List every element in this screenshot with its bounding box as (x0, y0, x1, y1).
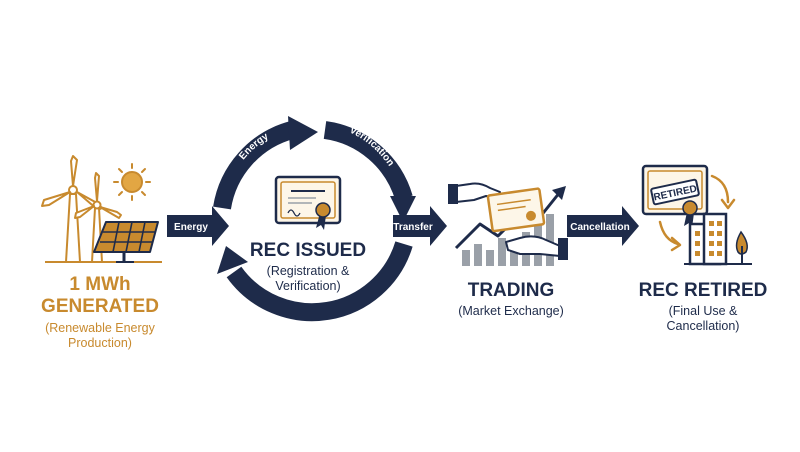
retired-sub-line2: Cancellation) (666, 319, 740, 333)
tree-icon (684, 230, 752, 265)
cancellation-arrow: Cancellation (567, 206, 639, 246)
issued-label: REC ISSUED (Registration & Verification) (236, 240, 380, 294)
retired-sub-line1: (Final Use & (668, 304, 738, 318)
transfer-arrow-label: Transfer (393, 222, 433, 233)
energy-arrow-label: Energy (174, 222, 208, 233)
generated-title-line2: GENERATED (41, 296, 159, 317)
issued-title: REC ISSUED (249, 240, 367, 261)
generated-sub-line1: (Renewable Energy (45, 321, 155, 335)
retired-certificate-icon: RETIRED (641, 164, 709, 228)
energy-arrow: Energy (167, 206, 229, 246)
sun-icon (113, 163, 151, 201)
generated-sub-line2: Production) (68, 336, 132, 350)
retire-flow-arrows (658, 174, 736, 252)
issued-sub-line2: Verification) (275, 279, 341, 293)
solar-panel-icon (93, 221, 159, 263)
retired-title: REC RETIRED (638, 280, 768, 301)
trading-title: TRADING (467, 280, 555, 301)
handshake-certificate-icon (448, 182, 568, 260)
retired-label: REC RETIRED (Final Use & Cancellation) (628, 280, 778, 334)
transfer-arrow: Transfer (393, 206, 447, 246)
trading-label: TRADING (Market Exchange) (436, 280, 586, 319)
wind-turbine-small-icon (74, 172, 122, 263)
generation-illustration (41, 155, 162, 263)
generated-label: 1 MWh GENERATED (Renewable Energy Produc… (20, 274, 180, 351)
building-icon (688, 212, 728, 266)
cancellation-arrow-label: Cancellation (570, 222, 629, 233)
generated-title-line1: 1 MWh (69, 274, 131, 295)
certificate-icon (274, 175, 342, 230)
issued-sub-line1: (Registration & (266, 264, 350, 278)
trading-sub-line1: (Market Exchange) (458, 304, 564, 318)
